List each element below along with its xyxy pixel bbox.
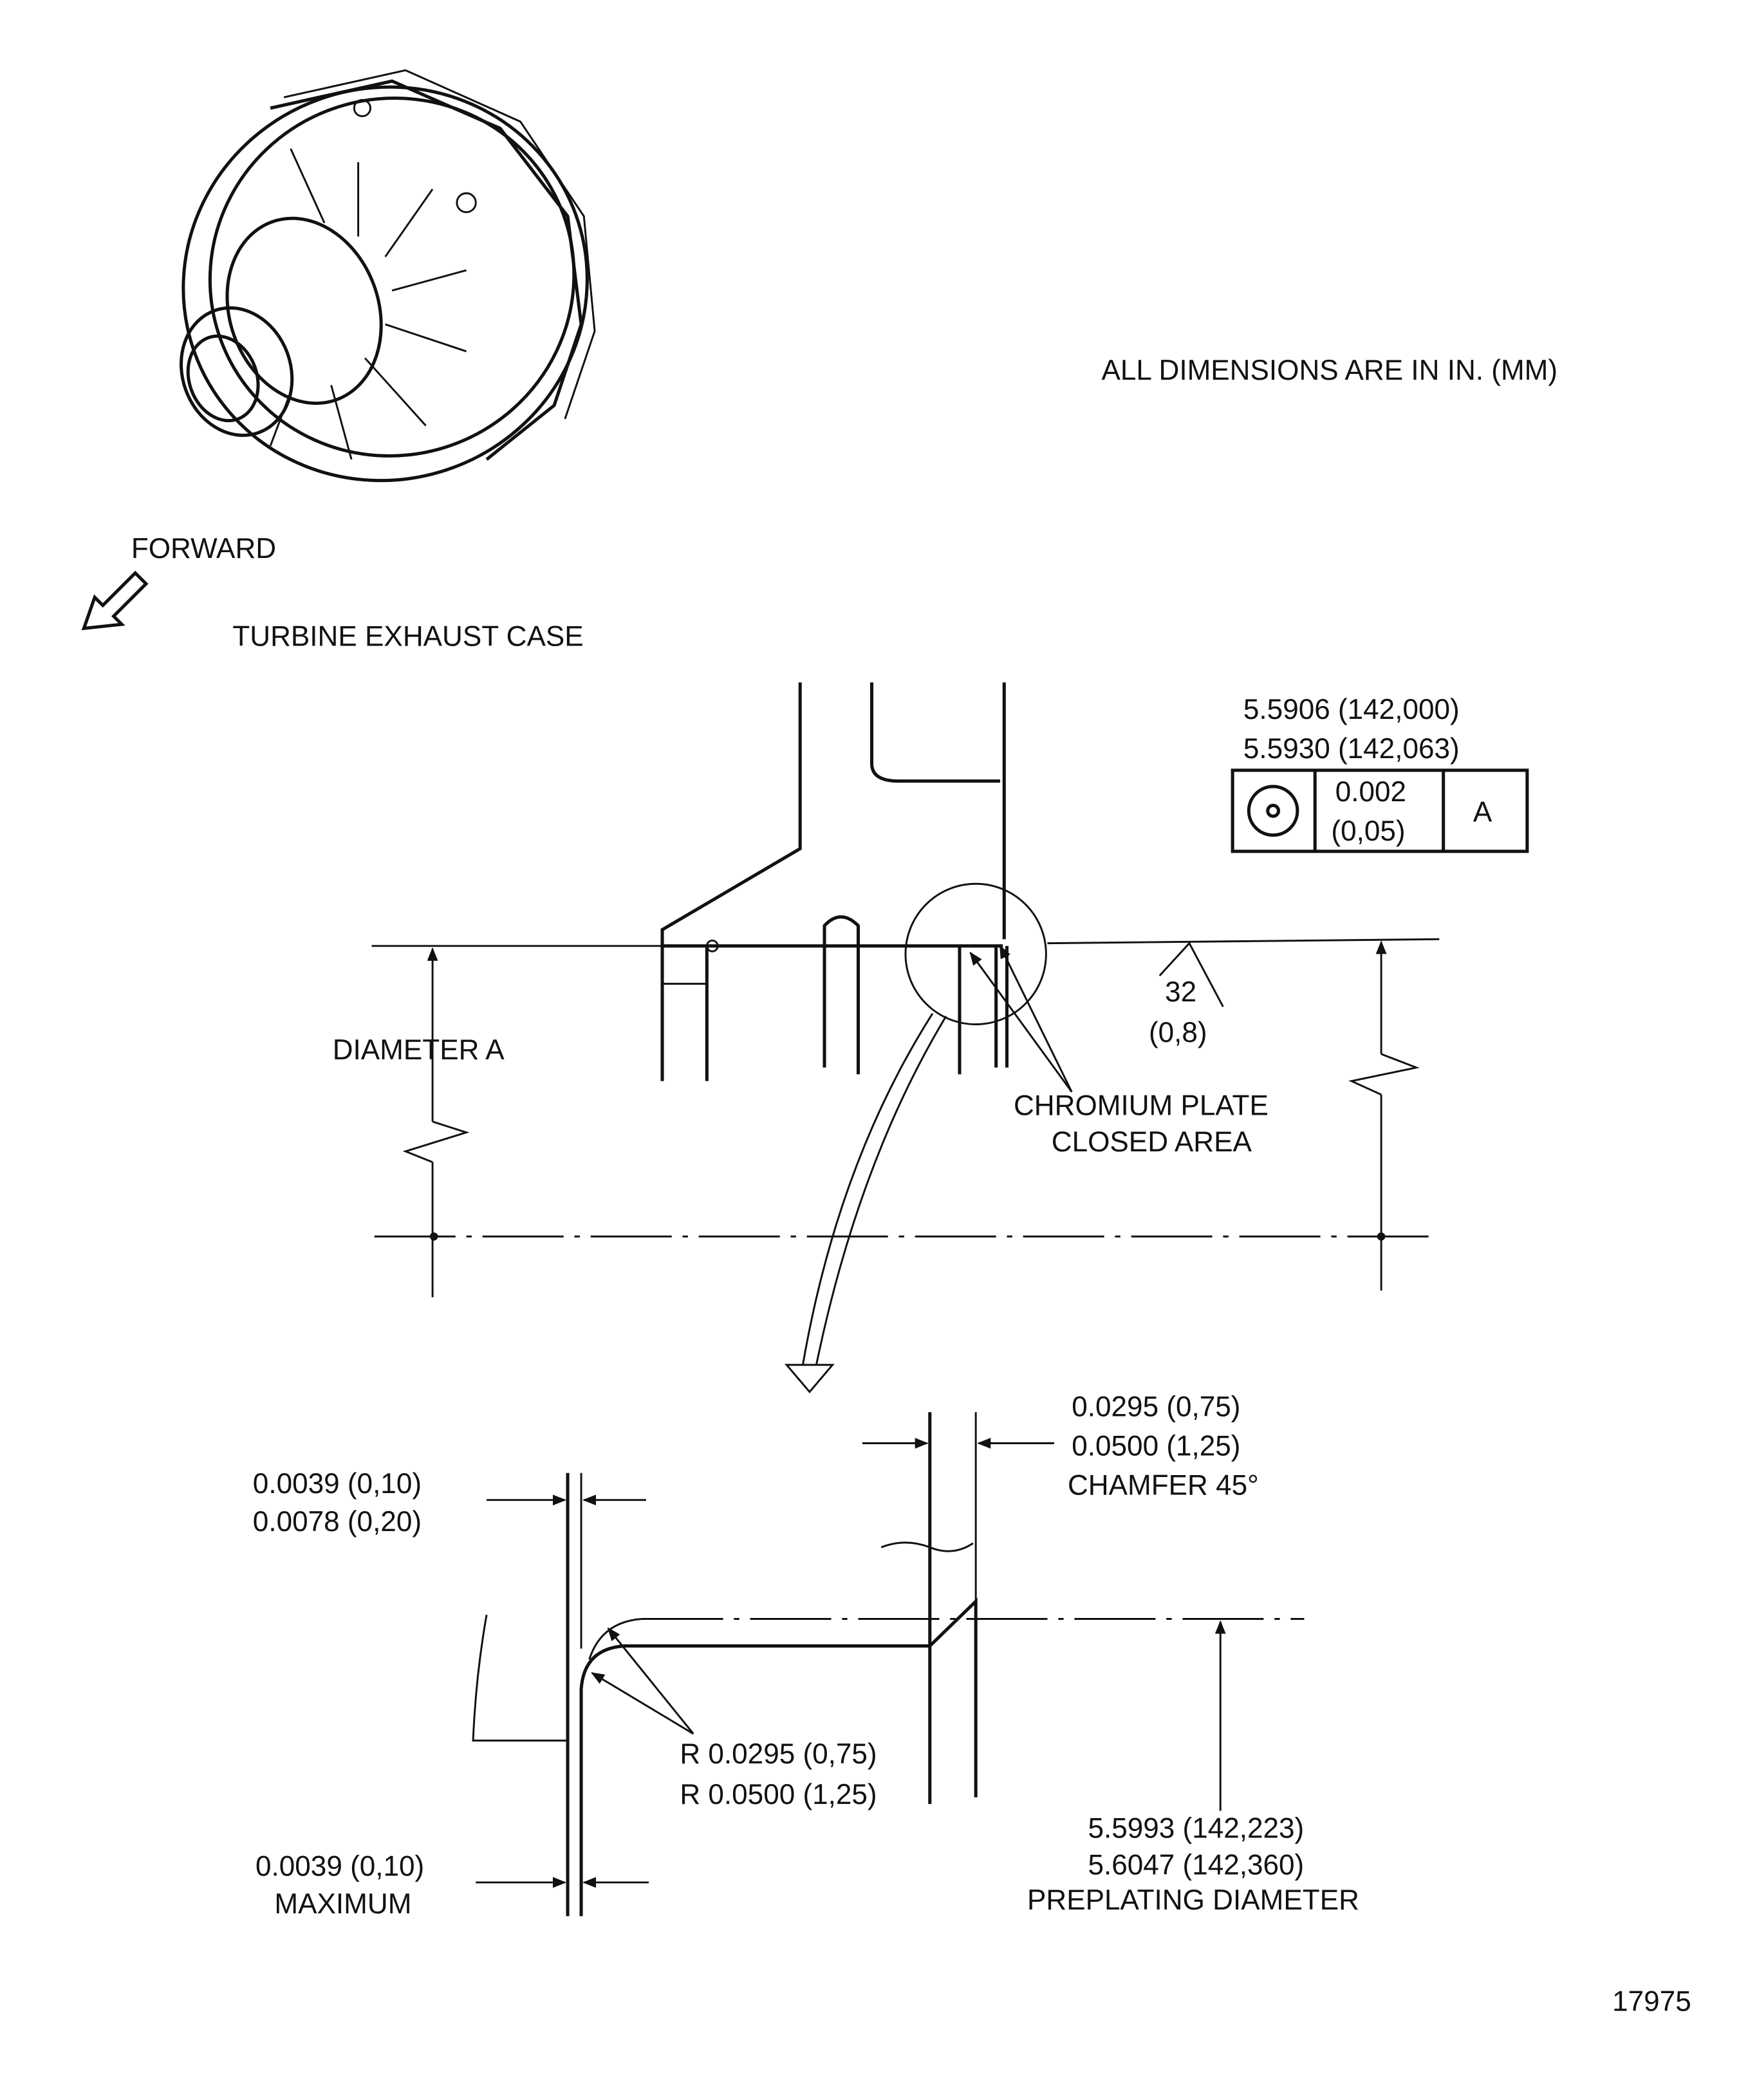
- diameter-min: 5.5906 (142,000): [1243, 694, 1460, 725]
- radius-max: R 0.0500 (1,25): [680, 1779, 877, 1810]
- datum-reference: A: [1473, 797, 1492, 828]
- surface-finish-symbol-icon: [1158, 942, 1224, 1007]
- preplating-max: 5.6047 (142,360): [1088, 1849, 1304, 1881]
- diameter-max: 5.5930 (142,063): [1243, 733, 1460, 765]
- thickness-bottom-label: MAXIMUM: [274, 1888, 411, 1920]
- tolerance-inch: 0.002: [1335, 776, 1406, 808]
- chamfer-max: 0.0500 (1,25): [1072, 1430, 1240, 1462]
- tolerance-mm: (0,05): [1331, 815, 1405, 847]
- forward-label: FORWARD: [131, 533, 276, 564]
- section-view: [371, 682, 1440, 1394]
- finish-mm: (0,8): [1149, 1017, 1207, 1048]
- chamfer-label: CHAMFER 45°: [1068, 1469, 1259, 1501]
- feature-control-frame: 0.002 (0,05) A: [1231, 768, 1529, 853]
- forward-arrow-icon: [81, 570, 149, 631]
- finish-value: 32: [1165, 976, 1196, 1008]
- concentricity-icon: [1247, 785, 1299, 837]
- thickness-top-max: 0.0078 (0,20): [253, 1506, 422, 1538]
- chamfer-min: 0.0295 (0,75): [1072, 1391, 1240, 1423]
- part-name-label: TURBINE EXHAUST CASE: [232, 621, 583, 653]
- thickness-top-min: 0.0039 (0,10): [253, 1468, 422, 1500]
- detail-view: [472, 1412, 1305, 1917]
- turbine-exhaust-case-illustration: [179, 69, 596, 483]
- thickness-bottom-value: 0.0039 (0,10): [256, 1850, 424, 1882]
- plate-note-line1: CHROMIUM PLATE: [1014, 1090, 1269, 1121]
- preplating-label: PREPLATING DIAMETER: [1027, 1884, 1359, 1916]
- units-note: ALL DIMENSIONS ARE IN IN. (MM): [1101, 355, 1557, 386]
- preplating-min: 5.5993 (142,223): [1088, 1813, 1304, 1844]
- radius-min: R 0.0295 (0,75): [680, 1738, 877, 1770]
- figure-number: 17975: [1612, 1985, 1691, 2017]
- plate-note-line2: CLOSED AREA: [1052, 1126, 1252, 1158]
- diameter-a-label: DIAMETER A: [333, 1034, 505, 1066]
